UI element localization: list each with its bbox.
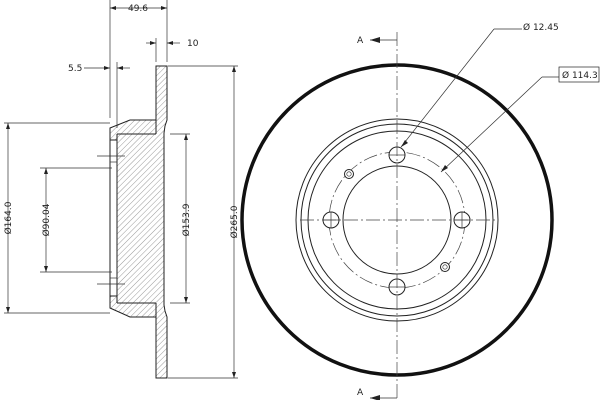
dim-center-bore-dia: Ø90.04 [41,203,52,236]
section-label-top: A [357,36,364,46]
dim-bolt-hole-dia: Ø 12.45 [523,22,559,33]
dim-hat-outer-dia: Ø164.0 [3,201,14,234]
side-section-view: 49.6 10 5.5 Ø164.0 Ø90.04 Ø153.9 Ø265.0 [3,0,240,379]
locator-hole-1 [344,169,354,179]
dim-hat-inner-dia: Ø153.9 [181,203,192,236]
dim-offset: 5.5 [68,64,82,74]
disc-cross-section [109,65,168,379]
dim-overall-width: 49.6 [128,4,148,14]
section-label-bottom: A [357,388,364,398]
dim-disc-dia: Ø265.0 [229,205,240,238]
dim-pcd: Ø 114.3 [562,70,598,81]
dim-hat-thickness: 10 [187,39,199,49]
locator-hole-2 [440,262,450,272]
front-view: A A Ø 12.45 Ø 114.3 [240,22,600,400]
